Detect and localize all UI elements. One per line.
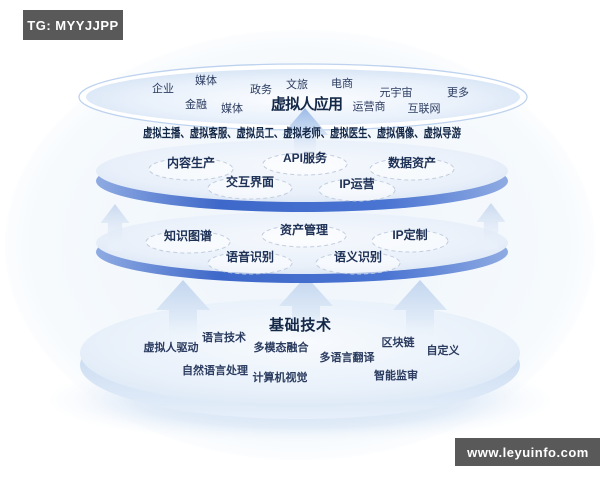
application-item: 文旅 <box>286 77 308 91</box>
platform-item: 内容生产 <box>167 155 215 170</box>
application-item: 媒体 <box>221 101 243 115</box>
base-tech-item: 自然语言处理 <box>182 363 248 377</box>
base-tech-item: 多模态融合 <box>254 340 310 354</box>
application-layer-title: 虚拟人应用 <box>271 95 343 113</box>
capability-item: 资产管理 <box>280 222 328 237</box>
platform-item: 交互界面 <box>226 174 274 189</box>
label-bubble <box>262 152 348 176</box>
telegram-badge-label: TG: MYYJJPP <box>27 18 118 33</box>
platform-item: IP运营 <box>339 176 374 191</box>
base-tech-item: 多语言翻译 <box>320 350 376 364</box>
platform-item: API服务 <box>283 150 328 165</box>
label-bubble <box>315 251 401 275</box>
application-ellipse-fill <box>86 69 520 125</box>
capability-item: 语音识别 <box>226 249 274 264</box>
base-tech-item: 计算机视觉 <box>253 370 308 384</box>
application-item: 企业 <box>152 81 174 95</box>
base-tech-item: 智能监审 <box>374 368 418 382</box>
application-item: 运营商 <box>353 99 386 113</box>
application-item: 更多 <box>447 85 469 99</box>
application-item: 媒体 <box>195 73 217 87</box>
label-bubble <box>148 157 234 181</box>
application-item: 电商 <box>331 76 353 90</box>
label-bubble <box>261 224 347 248</box>
capability-item: IP定制 <box>392 227 427 242</box>
application-item: 互联网 <box>408 102 441 115</box>
telegram-badge <box>23 10 123 40</box>
label-bubble <box>145 230 231 254</box>
website-badge-label: www.leyuinfo.com <box>466 445 589 460</box>
website-badge <box>455 438 600 466</box>
label-bubble <box>318 178 396 202</box>
base-tech-item: 自定义 <box>427 343 461 357</box>
application-item: 政务 <box>250 82 272 96</box>
label-bubble <box>207 176 293 200</box>
capability-item: 知识图谱 <box>163 228 212 243</box>
label-bubble <box>371 229 449 253</box>
base-tech-item: 语言技术 <box>202 330 246 344</box>
label-bubble <box>207 251 293 275</box>
platform-item: 数据资产 <box>388 155 436 170</box>
virtual-human-roles-line: 虚拟主播、虚拟客服、虚拟员工、虚拟老师、虚拟医生、虚拟偶像、虚拟导游 <box>143 125 461 140</box>
label-bubble <box>369 157 455 181</box>
capability-item: 语义识别 <box>334 249 382 264</box>
base-tech-item: 区块链 <box>382 335 416 349</box>
application-item: 金融 <box>185 97 207 111</box>
base-tech-item: 虚拟人驱动 <box>144 340 199 354</box>
application-item: 元宇宙 <box>380 85 413 99</box>
base-layer-title: 基础技术 <box>268 316 331 334</box>
